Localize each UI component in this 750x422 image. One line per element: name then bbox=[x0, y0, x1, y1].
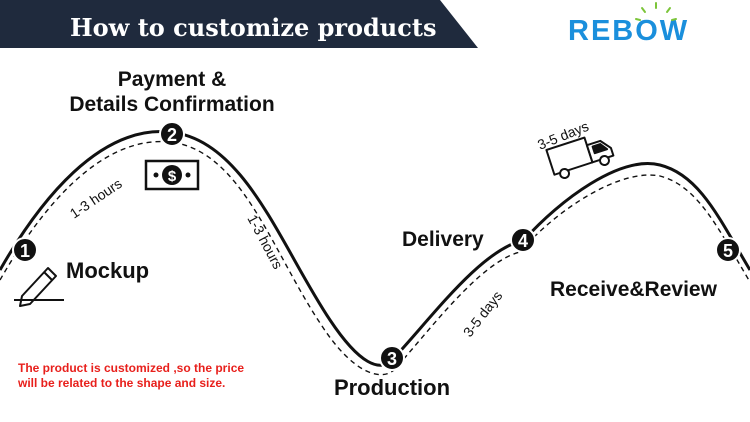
rebow-logo: REBOW bbox=[568, 2, 689, 47]
step-label-2-line2: Details Confirmation bbox=[69, 93, 274, 116]
step-number-2: 2 bbox=[167, 125, 177, 145]
step-marker-4: 4 bbox=[510, 227, 536, 253]
step-marker-2: 2 bbox=[159, 121, 185, 147]
step-number-4: 4 bbox=[518, 231, 528, 251]
process-path-solid bbox=[0, 130, 750, 367]
step-number-5: 5 bbox=[723, 241, 733, 261]
duration-step1-to-2: 1-3 hours bbox=[67, 175, 125, 221]
process-path-dashed bbox=[0, 140, 750, 376]
duration-step2-to-3: 1-3 hours bbox=[244, 212, 286, 272]
step-label-3: Production bbox=[334, 375, 450, 400]
note-line-2: will be related to the shape and size. bbox=[17, 376, 225, 390]
step-marker-5: 5 bbox=[715, 237, 741, 263]
step-number-3: 3 bbox=[387, 349, 397, 369]
step-marker-1: 1 bbox=[12, 237, 38, 263]
duration-step3-to-4: 3-5 days bbox=[460, 288, 506, 340]
step-marker-3: 3 bbox=[379, 345, 405, 371]
note-line-1: The product is customized ,so the price bbox=[18, 361, 244, 375]
step-label-4: Delivery bbox=[402, 228, 484, 251]
svg-text:$: $ bbox=[168, 168, 177, 185]
header-banner bbox=[0, 0, 478, 48]
step-number-1: 1 bbox=[20, 241, 30, 261]
page-title: How to customize products bbox=[70, 13, 436, 42]
step-label-2-line1: Payment & bbox=[118, 68, 227, 91]
step-label-5: Receive&Review bbox=[550, 278, 718, 301]
money-icon: $ bbox=[144, 159, 200, 191]
step-label-1: Mockup bbox=[66, 258, 149, 283]
logo-text: REBOW bbox=[568, 15, 689, 47]
lightbulb-icon bbox=[635, 2, 677, 21]
pencil-icon bbox=[14, 267, 64, 307]
truck-icon bbox=[545, 136, 615, 180]
